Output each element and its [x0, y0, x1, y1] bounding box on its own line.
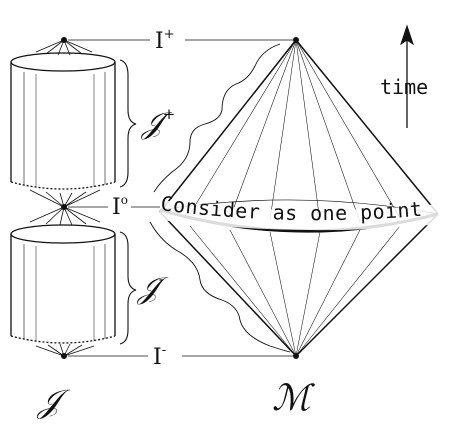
- i-minus-label: I-: [153, 343, 166, 370]
- identification-lines: [68, 39, 293, 357]
- i-plus-vertex-left: [35, 37, 93, 56]
- scri-label: 𝒥: [36, 382, 71, 420]
- i-zero-vertex-left: [29, 189, 101, 226]
- scri-plus-cylinder: [10, 52, 116, 190]
- i-minus-vertex-left: [35, 343, 95, 359]
- manifold-label: ℳ: [272, 378, 315, 419]
- up-arrow-icon: [400, 24, 414, 128]
- i-plus-label: I+: [155, 27, 175, 54]
- brace-scri-plus: [119, 59, 137, 188]
- i-zero-label: Io: [112, 193, 128, 220]
- scri-plus-label: 𝒥+: [140, 105, 175, 141]
- brace-scri-minus: [119, 231, 137, 345]
- i-plus-vertex-right: [293, 37, 299, 43]
- brace-diamond-upper: [153, 43, 281, 193]
- i-minus-vertex-right: [293, 353, 299, 359]
- scri-minus-cylinder: [10, 224, 116, 344]
- scri-minus-label: 𝒥-: [136, 270, 169, 306]
- time-label: time: [380, 75, 428, 99]
- brace-diamond-lower: [149, 221, 291, 353]
